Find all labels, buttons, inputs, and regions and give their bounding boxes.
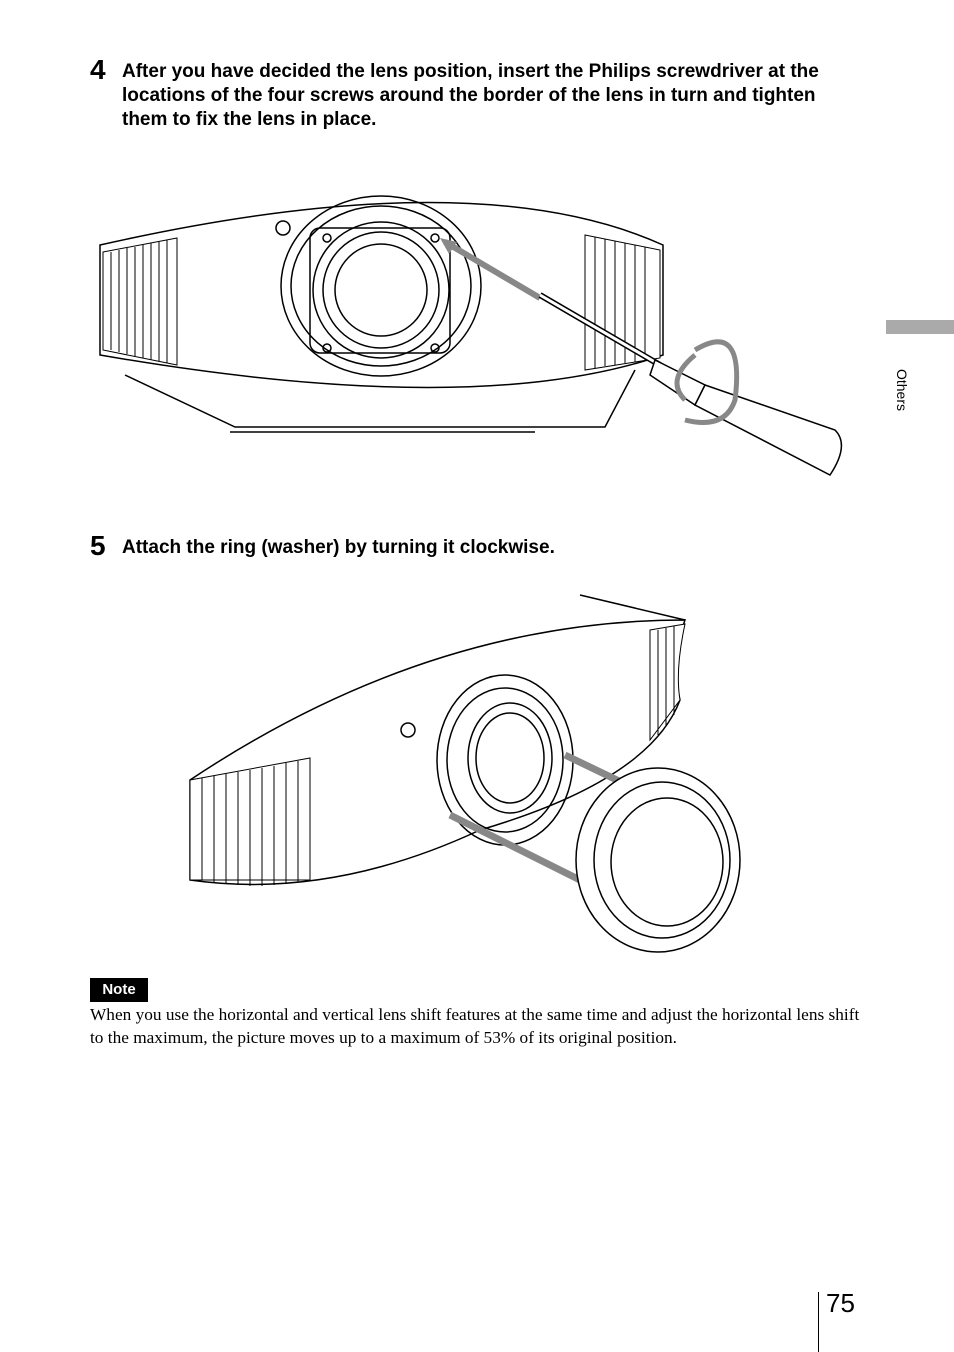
page-number-rule [818,1292,819,1352]
section-tab [886,320,954,334]
step-5: 5 Attach the ring (washer) by turning it… [90,532,880,562]
step-number: 4 [90,54,106,85]
section-label: Others [894,368,910,411]
step-4: 4 After you have decided the lens positi… [90,56,880,136]
projector-ring-illustration [180,580,750,955]
step-instruction: Attach the ring (washer) by turning it c… [122,537,555,558]
page-number: 75 [826,1288,855,1318]
projector-screwdriver-illustration [95,180,855,480]
step-number: 5 [90,530,106,561]
note-label: Note [90,978,148,1002]
note-text: When you use the horizontal and vertical… [90,1005,860,1047]
step-instruction: After you have decided the lens position… [122,61,819,130]
